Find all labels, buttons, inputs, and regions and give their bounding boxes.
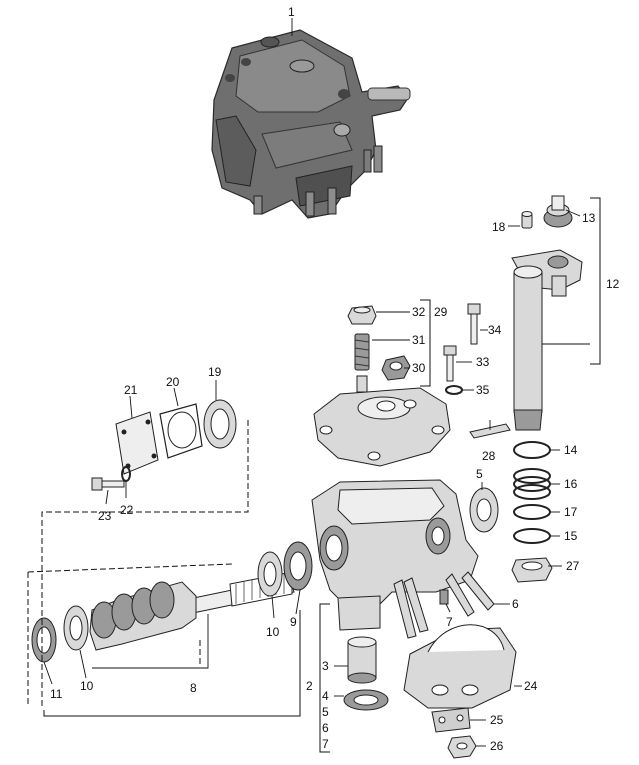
clamp-24 <box>403 624 517 709</box>
part-label-1: 1 <box>288 5 295 19</box>
part-label-5b: 5 <box>322 705 329 719</box>
part-label-27: 27 <box>566 559 580 573</box>
ring-17 <box>513 504 551 520</box>
bearing-10-left <box>63 605 89 651</box>
cover-21 <box>115 411 159 475</box>
part-label-2: 2 <box>306 679 313 693</box>
bolt-33 <box>443 345 457 382</box>
part-label-23: 23 <box>98 509 112 523</box>
bushing-3 <box>347 636 377 684</box>
part-labels: 1 13 18 12 32 29 34 31 33 30 35 19 20 21… <box>50 5 620 753</box>
nut-26 <box>447 735 477 759</box>
leader-lines <box>43 18 581 747</box>
bracket-29 <box>420 299 431 387</box>
seal-9 <box>283 541 313 591</box>
lock-plate-25 <box>431 707 471 733</box>
part-label-6a: 6 <box>512 597 519 611</box>
part-label-22: 22 <box>120 503 134 517</box>
part-label-8: 8 <box>190 681 197 695</box>
housing-cover <box>313 387 451 467</box>
castle-nut-27 <box>511 557 553 583</box>
part-label-7a: 7 <box>446 615 453 629</box>
part-label-32: 32 <box>412 305 426 319</box>
part-label-31: 31 <box>412 333 426 347</box>
gasket-19 <box>203 399 237 449</box>
bracket-8 <box>43 610 301 717</box>
part-label-9: 9 <box>290 615 297 629</box>
ring-15 <box>513 528 551 544</box>
part-label-30: 30 <box>412 361 426 375</box>
bearing-5 <box>469 487 499 533</box>
part-label-13: 13 <box>582 211 596 225</box>
seal-4 <box>343 689 389 711</box>
part-label-24: 24 <box>524 679 538 693</box>
part-label-33: 33 <box>476 355 490 369</box>
lock-nut-30 <box>381 355 411 381</box>
part-label-19: 19 <box>208 365 222 379</box>
part-label-29: 29 <box>434 305 448 319</box>
part-label-6b: 6 <box>322 721 329 735</box>
part-label-34: 34 <box>488 323 502 337</box>
part-label-7b: 7 <box>322 737 329 751</box>
bearing-10-right <box>257 551 283 597</box>
part-label-26: 26 <box>490 739 504 753</box>
part-label-15: 15 <box>564 529 578 543</box>
part-label-14: 14 <box>564 443 578 457</box>
lock-washer-22 <box>121 466 131 482</box>
part-label-16: 16 <box>564 477 578 491</box>
part-label-28: 28 <box>482 449 496 463</box>
part-label-12: 12 <box>606 277 620 291</box>
part-label-4: 4 <box>322 689 329 703</box>
key-28 <box>469 423 511 439</box>
bolt-34 <box>467 303 481 345</box>
bracket-12 <box>542 197 601 365</box>
part-label-5a: 5 <box>476 467 483 481</box>
plug-7 <box>439 589 449 605</box>
studs-6 <box>393 571 495 639</box>
bracket-2 <box>319 603 330 753</box>
gasket-20 <box>159 403 203 459</box>
sector-shaft <box>511 249 583 431</box>
bolt-23 <box>91 477 125 491</box>
part-label-10b: 10 <box>266 625 280 639</box>
roller-pin <box>521 211 533 229</box>
part-label-3: 3 <box>322 659 329 673</box>
seal-11 <box>31 617 57 663</box>
part-label-18: 18 <box>492 220 506 234</box>
washer-35 <box>445 385 463 395</box>
adjusting-screw <box>354 333 370 393</box>
part-label-11: 11 <box>50 687 63 701</box>
gearbox-housing <box>311 479 479 631</box>
part-label-20: 20 <box>166 375 180 389</box>
part-label-10a: 10 <box>80 679 94 693</box>
spring-16 <box>513 468 551 500</box>
sector-gear <box>543 195 573 228</box>
assembled-gearbox-photo <box>211 29 411 219</box>
part-label-35: 35 <box>476 383 490 397</box>
part-label-25: 25 <box>490 713 504 727</box>
part-label-21: 21 <box>124 383 138 397</box>
part-label-17: 17 <box>564 505 578 519</box>
cap-nut-32 <box>347 305 377 325</box>
dashed-group-line <box>27 420 249 708</box>
ring-14 <box>513 441 551 459</box>
